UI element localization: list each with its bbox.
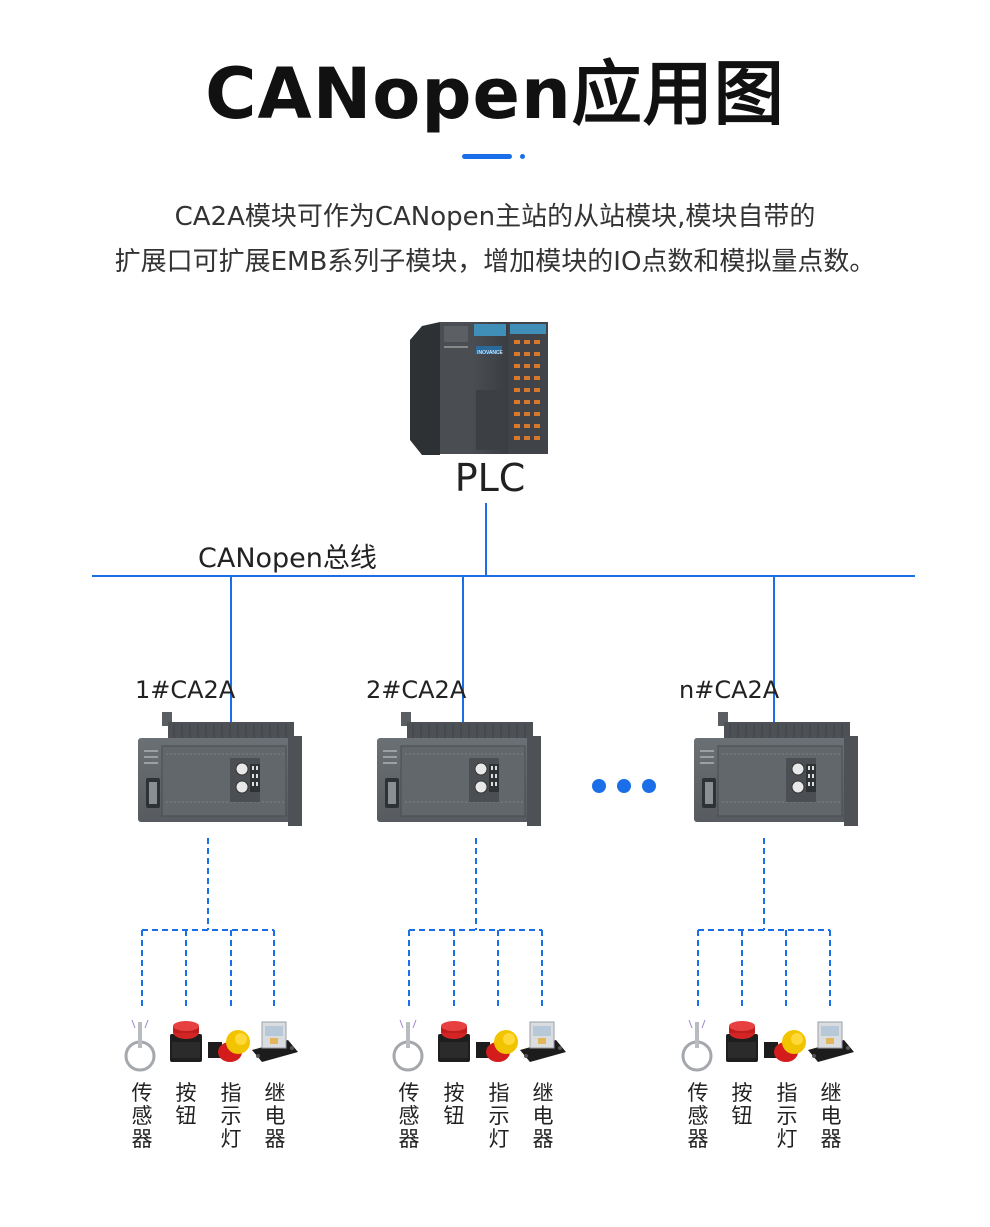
indicator-lamp-icon <box>476 1030 518 1062</box>
description-line-2: 扩展口可扩展EMB系列子模块，增加模块的IO点数和模拟量点数。 <box>114 247 876 277</box>
canopen-bus-lines <box>92 503 915 724</box>
more-modules-dots <box>592 779 656 793</box>
push-button-icon <box>170 1021 202 1062</box>
device-label-sensor: 传感器 <box>398 1081 420 1151</box>
title-underline <box>462 154 512 159</box>
device-label-sensor: 传感器 <box>687 1081 709 1151</box>
indicator-lamp-icon <box>764 1030 806 1062</box>
ca2a-module-1 <box>137 711 303 827</box>
relay-icon <box>519 1021 567 1063</box>
io-wiring <box>141 838 831 1010</box>
plc-image <box>410 322 548 455</box>
module-label-1: 1#CA2A <box>135 676 236 704</box>
relay-icon <box>807 1021 855 1063</box>
module-label-2: 2#CA2A <box>366 676 467 704</box>
sensor-icon <box>124 1018 156 1072</box>
description-line-1: CA2A模块可作为CANopen主站的从站模块,模块自带的 <box>174 202 816 232</box>
device-label-sensor: 传感器 <box>131 1081 153 1151</box>
sensor-icon <box>681 1018 713 1072</box>
push-button-icon <box>726 1021 758 1062</box>
device-label-lamp: 指示灯 <box>776 1081 798 1151</box>
device-label-button: 按钮 <box>175 1081 197 1128</box>
device-label-lamp: 指示灯 <box>220 1081 242 1151</box>
ca2a-module-n <box>693 711 859 827</box>
plc-brand-text: INOVANCE <box>477 350 503 356</box>
device-label-relay: 继电器 <box>264 1081 286 1151</box>
device-label-button: 按钮 <box>443 1081 465 1128</box>
sensor-icon <box>392 1018 424 1072</box>
device-label-button: 按钮 <box>731 1081 753 1128</box>
indicator-lamp-icon <box>208 1030 250 1062</box>
push-button-icon <box>438 1021 470 1062</box>
ca2a-module-2 <box>376 711 542 827</box>
relay-icon <box>251 1021 299 1063</box>
device-label-relay: 继电器 <box>820 1081 842 1151</box>
title-underline-dot <box>520 154 525 159</box>
device-label-relay: 继电器 <box>532 1081 554 1151</box>
device-label-lamp: 指示灯 <box>488 1081 510 1151</box>
module-label-n: n#CA2A <box>679 676 780 704</box>
plc-label: PLC <box>454 456 526 500</box>
page-title: CANopen应用图 <box>205 53 785 135</box>
bus-label: CANopen总线 <box>198 543 377 574</box>
